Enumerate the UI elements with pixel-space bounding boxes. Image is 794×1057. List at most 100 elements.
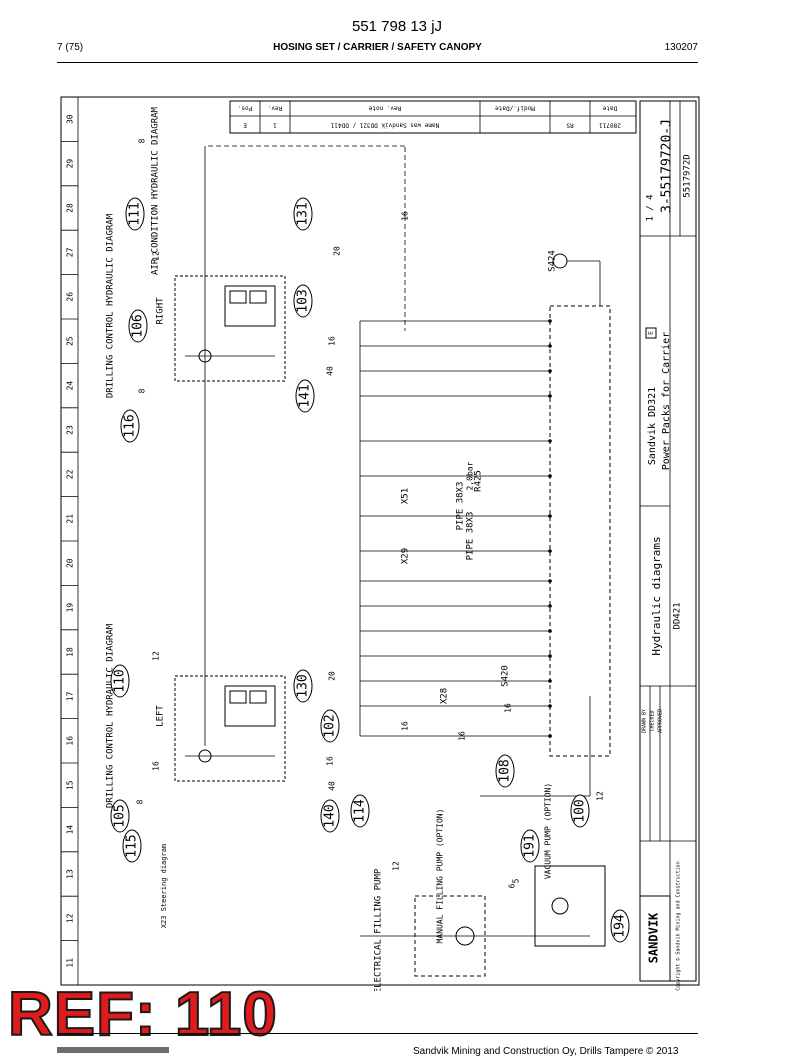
diagram-label: 2,0bar <box>466 461 475 490</box>
valve-cell <box>229 290 247 304</box>
line-number: 16 <box>504 703 513 713</box>
callout: 116 <box>120 409 140 443</box>
callout-bubble <box>110 799 130 833</box>
column-number: 23 <box>66 425 75 435</box>
valve-group-left <box>174 675 286 782</box>
line-number: 8 <box>138 388 147 393</box>
callout-bubble <box>520 829 540 863</box>
column-number: 11 <box>66 958 75 968</box>
callout-number: 103 <box>296 289 311 312</box>
callout: 191 <box>520 829 540 863</box>
column-number: 26 <box>66 292 75 302</box>
line-number: 16 <box>152 761 161 771</box>
port-dot <box>548 394 552 398</box>
valve-cell <box>249 290 267 304</box>
callout-number: 141 <box>298 384 313 407</box>
diagram-label: X29 <box>401 548 411 564</box>
callout-bubble <box>350 794 370 828</box>
column-number: 29 <box>66 159 75 169</box>
drawing-subtitle: Power Packs for Carrier <box>661 332 672 470</box>
valve-frame <box>174 275 286 382</box>
diagram-label: S424 <box>548 250 558 272</box>
callout: 140 <box>320 799 340 833</box>
callout-number: 140 <box>323 804 338 827</box>
callout: 106 <box>128 309 148 343</box>
revision-box <box>645 327 657 339</box>
diagram-label: PIPE 38X3 <box>466 512 476 561</box>
port-dot <box>548 514 552 518</box>
callout-bubble <box>320 799 340 833</box>
port-dot <box>548 474 552 478</box>
hydraulic-lines <box>174 145 611 977</box>
column-number: 21 <box>66 514 75 524</box>
line-number: 16 <box>458 731 467 741</box>
revision-head: Rev. <box>268 105 282 112</box>
column-number: 24 <box>66 381 75 391</box>
diagram-label: LEFT <box>156 705 166 727</box>
line-number: 5 <box>512 878 521 883</box>
port-dot <box>548 549 552 553</box>
footer-stub <box>57 1047 169 1053</box>
callout-bubble <box>125 197 145 231</box>
line-number: 12 <box>152 251 161 261</box>
callout: 114 <box>350 794 370 828</box>
port-dot <box>548 704 552 708</box>
diagram-label: S420 <box>501 665 511 687</box>
callout-number: 131 <box>296 202 311 225</box>
model-number: DD421 <box>673 602 683 629</box>
callout-bubble <box>293 284 313 318</box>
valve-cell <box>249 690 267 704</box>
revision-letter: E <box>648 331 655 335</box>
diagram-label: X28 <box>440 688 450 704</box>
line-number: 16 <box>401 211 410 221</box>
callout: 110 <box>110 664 130 698</box>
callout-bubble <box>122 829 142 863</box>
revision-table-frame <box>229 100 637 134</box>
callout-number: 110 <box>113 669 128 692</box>
footer-divider <box>57 1033 698 1034</box>
line-number: 8 <box>138 138 147 143</box>
footer-text: Sandvik Mining and Construction Oy, Dril… <box>413 1046 679 1057</box>
port-dot <box>548 604 552 608</box>
revision-cell: RS <box>566 122 574 129</box>
reference-stamp: REF: 110 <box>7 980 278 1049</box>
line-number: 20 <box>328 671 337 681</box>
callout-bubble <box>295 379 315 413</box>
diagram-label: PIPE 38X3 <box>456 482 466 531</box>
callout-number: 105 <box>113 804 128 827</box>
revision-head: Pos. <box>238 105 252 112</box>
column-number: 18 <box>66 647 75 657</box>
line-number: 16 <box>326 756 335 766</box>
valve-group-right <box>174 275 286 382</box>
diagram-label: DRILLING CONTROL HYDRAULIC DIAGRAM <box>106 623 116 808</box>
callout: 102 <box>320 709 340 743</box>
column-number: 27 <box>66 247 75 257</box>
column-number: 30 <box>66 114 75 124</box>
line-number: 12 <box>596 791 605 801</box>
callout-bubble <box>320 709 340 743</box>
manifold-block <box>549 305 611 757</box>
drawing-number: 3-55179720-J <box>660 119 675 213</box>
revision-head: Modif./Date <box>495 105 535 112</box>
column-number: 13 <box>66 869 75 879</box>
product-name: Sandvik DD321 <box>647 387 658 465</box>
page-title: 551 798 13 jJ <box>351 18 443 35</box>
port-dot <box>548 369 552 373</box>
callout-bubble <box>293 197 313 231</box>
role-row: DRAWN BY <box>642 709 648 733</box>
revision-cell: 280711 <box>599 122 621 129</box>
section-title: HOSING SET / CARRIER / SAFETY CANOPY <box>273 42 482 53</box>
callout-number: 194 <box>613 914 628 938</box>
revision-cell: 1 <box>273 122 277 129</box>
brand-box <box>639 895 671 982</box>
hydraulic-diagram: 1112131415161718192021222324252627282930… <box>60 96 700 991</box>
sheet-number: 1 / 4 <box>646 194 656 221</box>
column-number: 17 <box>66 691 75 701</box>
port-dot <box>548 319 552 323</box>
revision-head: Date <box>602 105 617 112</box>
callout-number: 106 <box>131 314 146 337</box>
callout: 108 <box>495 754 515 788</box>
line-number: 6 <box>508 883 517 888</box>
